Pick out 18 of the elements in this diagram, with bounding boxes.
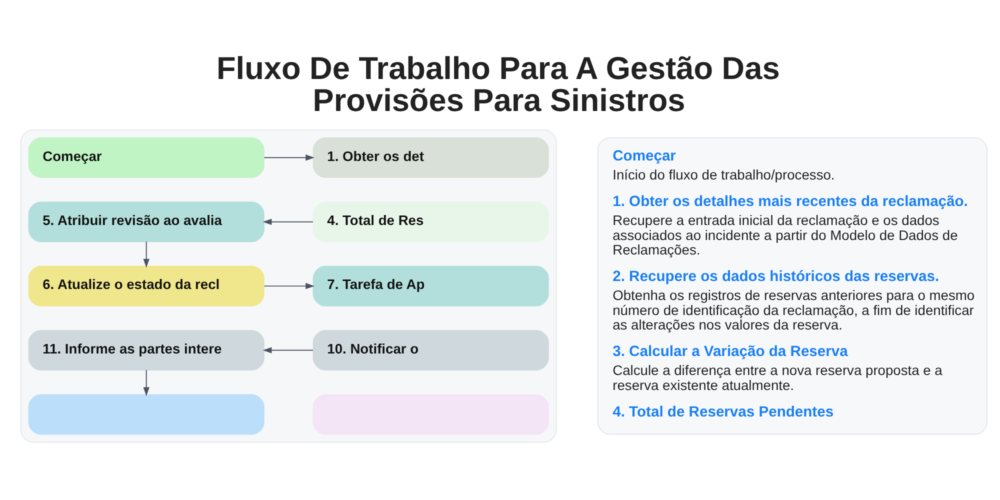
diagram-title: Fluxo De Trabalho Para A Gestão Das Provisões Para Sinistros [216,50,780,118]
node-box: 4. Total de Res [312,201,549,242]
arrow [264,154,314,160]
arrow [143,240,150,268]
node-box: 5. Atribuir revisão ao avalia [28,201,264,242]
node-box: 11. Informe as partes intere [28,330,264,370]
node-box: Começar Início do fluxo de trabalho/processo. 1. Obter os detalhes mais recentes da reclamação. Recupere a entrada inicial da reclamação e os dados associados ao incidente a partir do Modelo de Dados de Reclamações. 2. Recupere os dados históricos das reservas. Obtenha os registros de reservas anteriores para o mesmo número de identificação da reclamação, a fim de identificar as alterações nos valores da reserva. 3. Calcular a Variação da Reserva Calcule a diferença entre a nova reserva proposta e a reserva existente atualmente. 4. Total de Reservas Pendentes [597,136,988,434]
arrow [262,218,314,224]
node-box: Começar [28,136,264,178]
node-box: 10. Notificar o [312,330,549,370]
arrow [143,369,150,396]
node-box: 1. Obter os det [312,136,549,178]
arrow [264,282,314,289]
node-box: 6. Atualize o estado da recl [28,265,264,306]
cluster [20,128,557,442]
node-box: 7. Tarefa de Ap [312,265,549,306]
node-box [28,394,264,434]
arrow [262,346,314,353]
